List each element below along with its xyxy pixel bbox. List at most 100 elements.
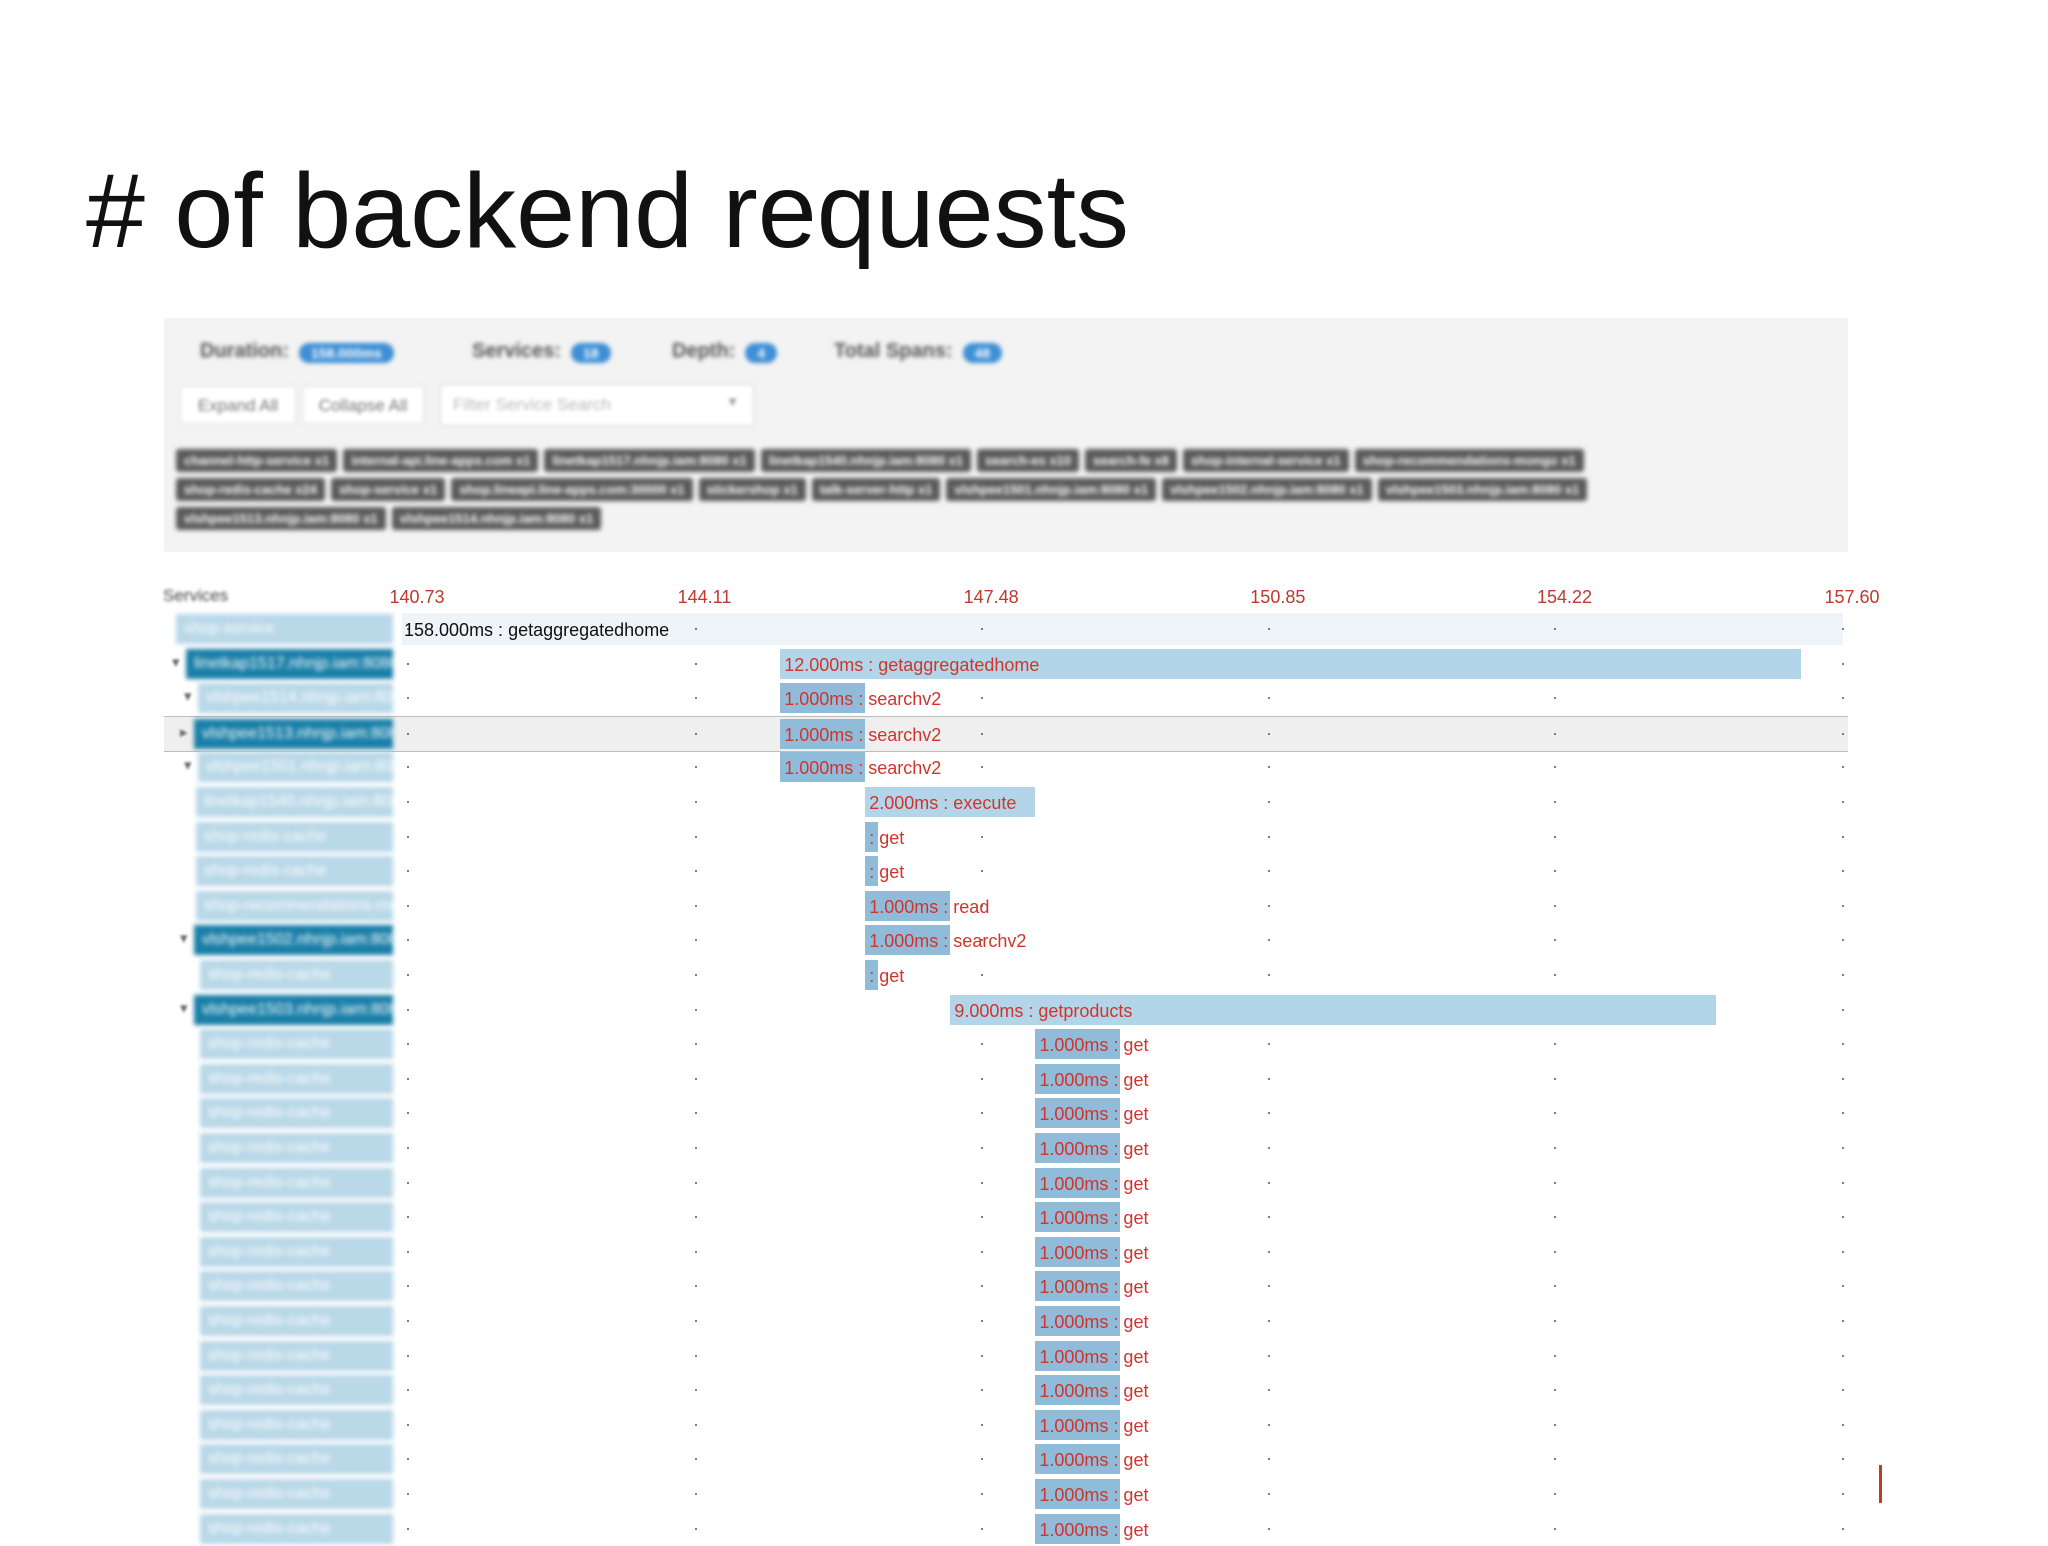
service-tag[interactable]: search-fe x8	[1085, 449, 1178, 472]
collapse-icon[interactable]: ▾	[184, 688, 192, 706]
service-tag[interactable]: shop-internal-service x1	[1183, 449, 1349, 472]
span-bar[interactable]	[1035, 1479, 1121, 1509]
span-service-name[interactable]: shop-redis-cache	[200, 1133, 393, 1163]
service-tag[interactable]: search-es x10	[977, 449, 1080, 472]
span-service-name[interactable]: shop-redis-cache	[200, 1167, 393, 1198]
span-bar[interactable]	[865, 960, 879, 990]
span-bar[interactable]	[1035, 1098, 1121, 1129]
span-bar[interactable]	[1035, 1375, 1121, 1406]
span-service-name[interactable]: shop-redis-cache	[200, 1409, 393, 1440]
service-tag[interactable]: talk-server-http x1	[811, 478, 941, 501]
span-bar[interactable]	[1035, 1340, 1121, 1371]
span-row[interactable]: shop-redis-cache: get	[164, 854, 1848, 888]
span-bar[interactable]	[780, 752, 866, 783]
span-bar[interactable]	[865, 821, 879, 852]
span-bar[interactable]	[1035, 1271, 1121, 1302]
span-service-name[interactable]: shop-redis-cache	[200, 1444, 393, 1475]
span-service-name[interactable]: vlshpee1502.nhnjp.iam:8080	[194, 925, 393, 956]
span-bar[interactable]	[780, 648, 1801, 679]
span-service-name[interactable]: shop-redis-cache	[200, 1375, 393, 1406]
span-service-name[interactable]: vlshpee1501.nhnjp.iam:8080	[198, 752, 393, 783]
service-tag[interactable]: vlshpee1501.nhnjp.iam:8080 x1	[946, 478, 1157, 501]
collapse-icon[interactable]: ▾	[180, 999, 188, 1017]
collapse-icon[interactable]: ▾	[184, 757, 192, 775]
span-service-name[interactable]: shop-redis-cache	[200, 1098, 393, 1129]
expand-icon[interactable]: ▸	[180, 723, 188, 741]
span-service-name[interactable]: linetkap1517.nhnjp.iam:8080	[186, 648, 393, 679]
span-service-name[interactable]: shop-redis-cache	[200, 1306, 393, 1336]
span-service-name[interactable]: shop-redis-cache	[196, 856, 393, 887]
span-bar[interactable]	[1035, 1444, 1121, 1475]
span-service-name[interactable]: shop-redis-cache	[200, 1271, 393, 1302]
service-tag[interactable]: vlshpee1513.nhnjp.iam:8080 x1	[176, 507, 386, 530]
span-service-name[interactable]: vlshpee1514.nhnjp.iam:8080	[198, 683, 393, 714]
service-tag[interactable]: stickershop x1	[698, 478, 806, 501]
service-tag[interactable]: shop.lineapi.line-apps.com:30000 x1	[451, 478, 693, 501]
span-service-name[interactable]: shop-redis-cache	[200, 1063, 393, 1094]
span-bar[interactable]	[1035, 1029, 1121, 1060]
span-row[interactable]: shop-recommendations-mongo1.000ms : read	[164, 889, 1848, 923]
span-bar[interactable]	[780, 683, 866, 714]
service-tag[interactable]: linetkap1517.nhnjp.iam:8080 x1	[544, 449, 755, 472]
span-service-name[interactable]: shop-redis-cache	[200, 1236, 393, 1267]
span-service-name[interactable]: vlshpee1513.nhnjp.iam:8080	[194, 718, 393, 749]
collapse-icon[interactable]: ▾	[172, 653, 180, 671]
service-tag[interactable]: channel-http-service x1	[176, 449, 338, 472]
service-tag[interactable]: vlshpee1502.nhnjp.iam:8080 x1	[1162, 478, 1372, 501]
service-filter-select[interactable]: Filter Service Search ▼	[440, 384, 754, 426]
span-bar[interactable]	[780, 718, 866, 749]
span-service-name[interactable]: linetkap1540.nhnjp.iam:8080	[196, 787, 393, 817]
span-service-name[interactable]: shop-redis-cache	[200, 960, 393, 990]
expand-all-button[interactable]: Expand All	[180, 386, 296, 424]
span-service-name[interactable]: shop-redis-cache	[200, 1340, 393, 1371]
span-service-name[interactable]: shop-service	[176, 614, 393, 644]
span-bar[interactable]	[865, 856, 879, 887]
span-bar[interactable]	[1035, 1063, 1121, 1094]
span-service-name[interactable]: shop-recommendations-mongo	[196, 890, 393, 921]
service-tag[interactable]: linetkap1540.nhnjp.iam:8080 x1	[760, 449, 972, 472]
service-tag[interactable]: internal-api.line-apps.com x1	[343, 449, 539, 472]
collapse-all-button[interactable]: Collapse All	[302, 386, 424, 424]
span-service-name[interactable]: shop-redis-cache	[200, 1479, 393, 1509]
span-row[interactable]: shop-redis-cache: get	[164, 958, 1848, 992]
service-tag[interactable]: shop-redis-cache x24	[176, 478, 325, 501]
span-service-name[interactable]: shop-redis-cache	[196, 821, 393, 852]
span-bar[interactable]	[1035, 1306, 1121, 1336]
root-span-bar[interactable]	[402, 613, 1843, 645]
span-bar[interactable]	[1035, 1236, 1121, 1267]
span-bar[interactable]	[1035, 1133, 1121, 1163]
span-bar[interactable]	[865, 787, 1036, 817]
span-service-name[interactable]: shop-redis-cache	[200, 1513, 393, 1544]
service-tag[interactable]: shop-recommendations-mongo x1	[1354, 449, 1584, 472]
span-bar[interactable]	[865, 925, 951, 956]
span-bar[interactable]	[1035, 1409, 1121, 1440]
span-bar[interactable]	[950, 994, 1716, 1025]
span-bar[interactable]	[865, 890, 951, 921]
span-bar[interactable]	[1035, 1167, 1121, 1198]
collapse-icon[interactable]: ▾	[180, 930, 188, 948]
service-tag[interactable]: vlshpee1503.nhnjp.iam:8080 x1	[1377, 478, 1588, 501]
span-service-name[interactable]: shop-redis-cache	[200, 1202, 393, 1233]
span-service-name[interactable]: shop-redis-cache	[200, 1029, 393, 1060]
